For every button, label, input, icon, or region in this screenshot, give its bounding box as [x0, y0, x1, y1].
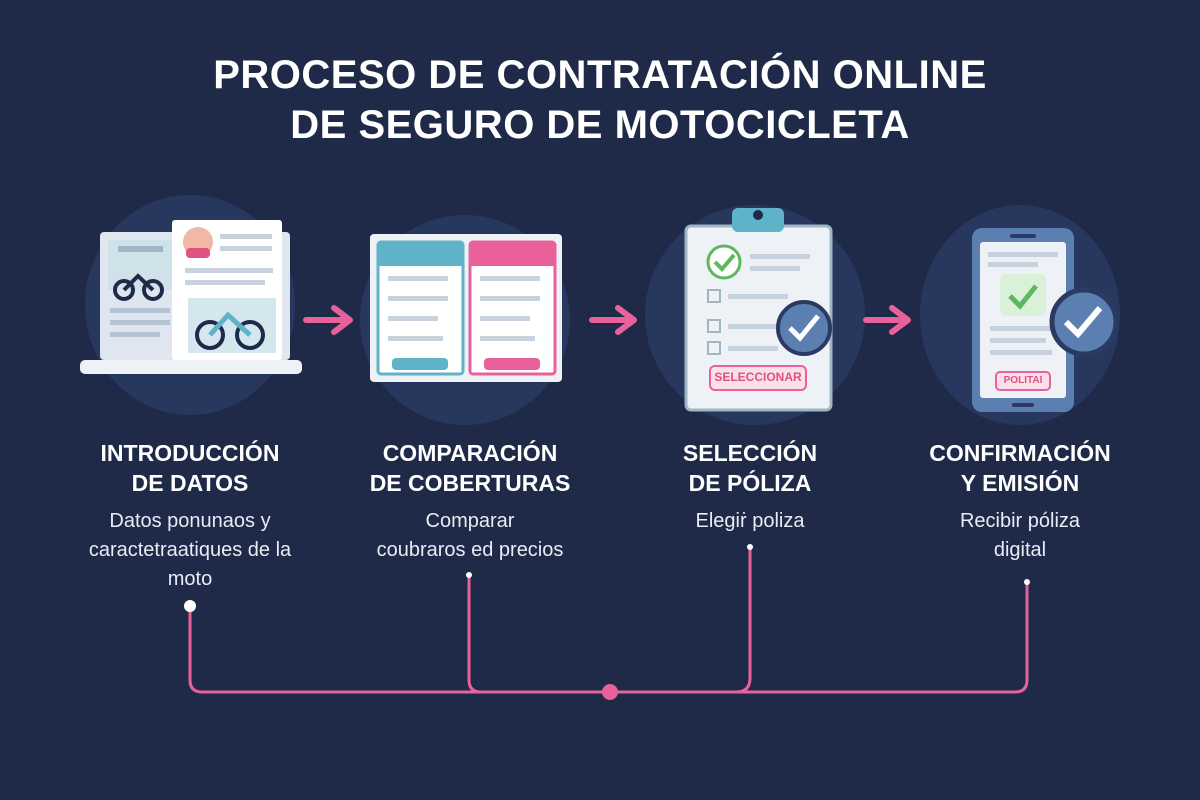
step-1-description: Datos ponunaos y caractetraatiques de la… [88, 510, 292, 590]
title-line-1: PROCESO DE CONTRATACIÓN ONLINE [213, 53, 987, 97]
policy-button-label: POLITAI [1003, 375, 1043, 386]
step-1-title: INTRODUCCIÓN DE DATOS [100, 440, 280, 496]
coverage-comparison-icon [370, 234, 562, 382]
laptop-motorcycle-form-icon [80, 220, 302, 374]
phone-check-icon [972, 228, 1119, 412]
step-4-title: CONFIRMACIÓN Y EMISIÓN [929, 440, 1111, 496]
diagram-title: PROCESO DE CONTRATACIÓN ONLINE DE SEGURO… [0, 50, 1200, 150]
clipboard-check-icon [684, 208, 833, 412]
arrow-icon [303, 305, 911, 335]
connector-center-node [602, 684, 618, 700]
connector-node-4 [1024, 579, 1030, 585]
step-3-description: Elegiṙ poliza [695, 510, 805, 532]
step-4-description: Recibir póliza digital [959, 510, 1081, 561]
connector-node-2 [466, 572, 472, 578]
select-policy-button-label: SELECCIONAR [714, 370, 802, 384]
title-line-2: DE SEGURO DE MOTOCICLETA [290, 103, 910, 147]
connector-node-3 [747, 544, 753, 550]
step-2-title: COMPARACIÓN DE COBERTURAS [369, 440, 571, 496]
step-3-title: SELECCIÓN DE PÓLIZA [682, 440, 818, 496]
connector-node-1 [184, 600, 196, 612]
step-2-description: Comparar coubraros ed precios [376, 510, 564, 561]
